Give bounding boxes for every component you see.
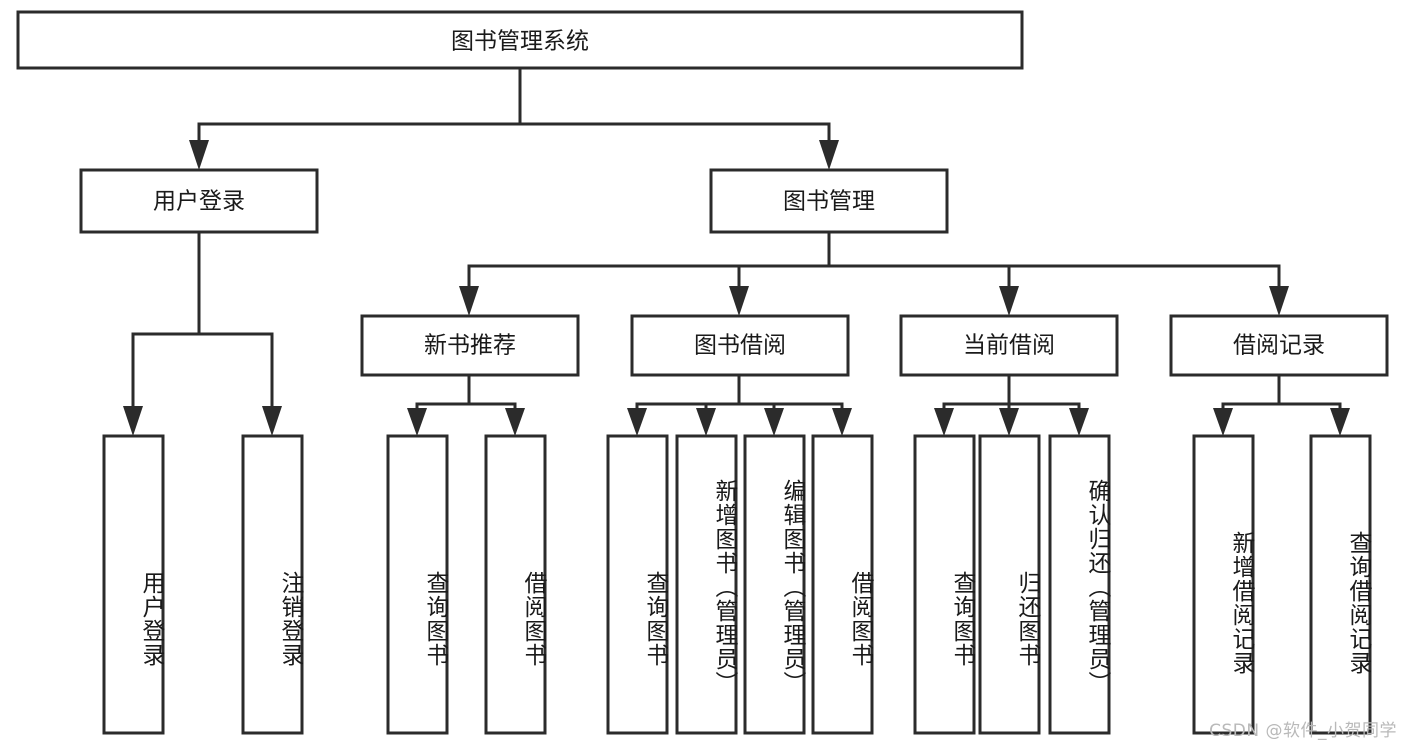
leaf-label-borrow-1: 查询图书 bbox=[642, 571, 668, 667]
leaf-box-recommend-2[interactable] bbox=[484, 434, 547, 735]
leaf-box-record-2[interactable] bbox=[1309, 434, 1372, 735]
arrow-current-leaf-2 bbox=[999, 408, 1019, 436]
arrow-to-user-login bbox=[189, 140, 209, 170]
leaf-label-record-1: 新增借阅记录 bbox=[1228, 531, 1254, 675]
arrow-to-book-mgmt bbox=[819, 140, 839, 170]
node-book-mgmt-box[interactable] bbox=[709, 168, 949, 234]
arrow-userlogin-leaf-2 bbox=[262, 406, 282, 436]
node-root-box[interactable] bbox=[16, 10, 1024, 70]
node-current-borrow-box[interactable] bbox=[899, 314, 1119, 377]
connector-layer bbox=[123, 66, 1350, 436]
arrow-recommend-leaf-2 bbox=[505, 408, 525, 436]
leaf-label-recommend-1: 查询图书 bbox=[422, 571, 448, 667]
arrow-borrow-leaf-3 bbox=[764, 408, 784, 436]
arrow-current-leaf-3 bbox=[1069, 408, 1089, 436]
arrow-recommend-leaf-1 bbox=[407, 408, 427, 436]
leaf-label-user-login-2: 注销登录 bbox=[277, 571, 303, 667]
leaf-box-current-1[interactable] bbox=[913, 434, 976, 735]
leaf-box-borrow-1[interactable] bbox=[606, 434, 669, 735]
node-current-borrow-label: 当前借阅 bbox=[963, 333, 1055, 359]
arrow-borrow-leaf-2 bbox=[696, 408, 716, 436]
arrow-to-current-borrow bbox=[999, 286, 1019, 316]
leaf-box-recommend-1[interactable] bbox=[386, 434, 449, 735]
leaf-label-record-2: 查询借阅记录 bbox=[1345, 531, 1371, 675]
arrow-borrow-leaf-4 bbox=[832, 408, 852, 436]
arrow-borrow-leaf-1 bbox=[627, 408, 647, 436]
arrow-to-book-borrow bbox=[729, 286, 749, 316]
csdn-watermark: CSDN @软件_小贺同学 bbox=[1209, 721, 1397, 741]
arrow-current-leaf-1 bbox=[934, 408, 954, 436]
leaf-box-current-2[interactable] bbox=[978, 434, 1041, 735]
node-user-login-label: 用户登录 bbox=[153, 189, 245, 215]
leaf-label-current-3: 确认归还（管理员） bbox=[1084, 479, 1110, 695]
arrow-record-leaf-2 bbox=[1330, 408, 1350, 436]
leaf-label-recommend-2: 借阅图书 bbox=[520, 571, 546, 667]
node-book-borrow-label: 图书借阅 bbox=[694, 333, 786, 359]
node-root-label: 图书管理系统 bbox=[451, 29, 589, 55]
node-new-book-recommend-box[interactable] bbox=[360, 314, 580, 377]
node-book-mgmt-label: 图书管理 bbox=[783, 189, 875, 215]
leaf-box-borrow-3[interactable] bbox=[743, 434, 806, 735]
arrow-to-new-book-recommend bbox=[459, 286, 479, 316]
leaf-label-current-2: 归还图书 bbox=[1014, 571, 1040, 667]
leaf-box-borrow-2[interactable] bbox=[675, 434, 738, 735]
leaf-box-record-1[interactable] bbox=[1192, 434, 1255, 735]
leaf-label-user-login-1: 用户登录 bbox=[138, 571, 164, 667]
node-layer: 图书管理系统 用户登录 图书管理 新书推荐 图书借阅 当前借阅 借阅记录 bbox=[16, 10, 1389, 735]
arrow-to-borrow-record bbox=[1269, 286, 1289, 316]
leaf-box-user-login-2[interactable] bbox=[241, 434, 304, 735]
node-user-login-box[interactable] bbox=[79, 168, 319, 234]
leaf-label-current-1: 查询图书 bbox=[949, 571, 975, 667]
node-new-book-recommend-label: 新书推荐 bbox=[424, 333, 516, 359]
node-borrow-record-box[interactable] bbox=[1169, 314, 1389, 377]
leaf-box-current-3[interactable] bbox=[1048, 434, 1111, 735]
node-borrow-record-label: 借阅记录 bbox=[1233, 333, 1325, 359]
leaf-label-borrow-2: 新增图书（管理员） bbox=[711, 479, 737, 695]
leaf-label-borrow-4: 借阅图书 bbox=[847, 571, 873, 667]
leaf-label-borrow-3: 编辑图书（管理员） bbox=[779, 479, 805, 695]
leaf-box-user-login-1[interactable] bbox=[102, 434, 165, 735]
node-book-borrow-box[interactable] bbox=[630, 314, 850, 377]
leaf-box-borrow-4[interactable] bbox=[811, 434, 874, 735]
arrow-userlogin-leaf-1 bbox=[123, 406, 143, 436]
arrow-record-leaf-1 bbox=[1213, 408, 1233, 436]
